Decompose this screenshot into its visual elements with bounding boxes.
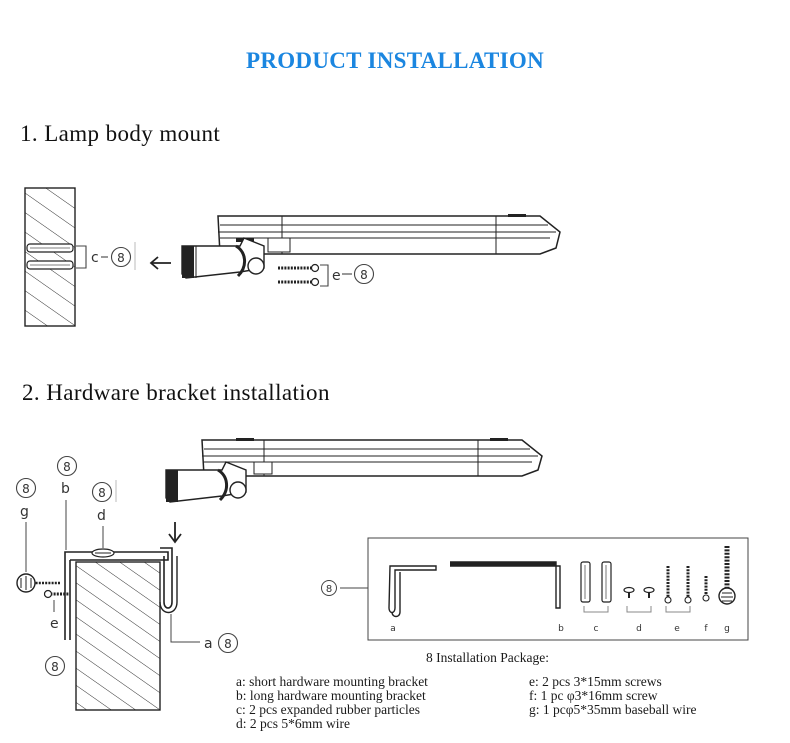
label-c: c — [91, 250, 99, 266]
screws-e-section-1: e 8 — [278, 263, 375, 287]
section-1-heading: 1. Lamp body mount — [20, 121, 221, 146]
lamp-body-2 — [165, 438, 543, 503]
legend-item-d: d: 2 pcs 5*6mm wire — [236, 716, 350, 731]
number-8-badge: 8 — [360, 268, 368, 282]
legend-right: e: 2 pcs 3*15mm screws f: 1 pc φ3*16mm s… — [529, 675, 697, 717]
number-8-badge: 8 — [22, 482, 30, 496]
label-g: g — [20, 504, 29, 520]
legend-item-a: a: short hardware mounting bracket — [236, 674, 428, 689]
label-b: b — [61, 481, 70, 497]
label-e: e — [332, 268, 341, 284]
item-letter-g: g — [724, 624, 730, 634]
legend-item-c: c: 2 pcs expanded rubber particles — [236, 702, 421, 717]
item-letter-d: d — [636, 624, 642, 634]
legend-left: a: short hardware mounting bracket b: lo… — [236, 675, 428, 731]
number-8-badge: 8 — [98, 486, 106, 500]
callouts-section-2: 8 b 8 g 8 d e 8 a 8 — [15, 455, 239, 677]
page-title: PRODUCT INSTALLATION — [245, 48, 545, 73]
label-d: d — [97, 508, 106, 524]
item-letter-e: e — [674, 624, 680, 634]
package-title: 8 Installation Package: — [426, 650, 549, 665]
legend-item-f: f: 1 pc φ3*16mm screw — [529, 688, 658, 703]
number-8-badge: 8 — [326, 584, 332, 595]
item-letter-c: c — [594, 624, 599, 634]
item-letter-f: f — [704, 624, 708, 634]
wall-section-1 — [24, 187, 76, 327]
installation-package-box: 8 — [321, 537, 749, 641]
post-section-2 — [16, 547, 178, 711]
number-8-badge: 8 — [51, 660, 59, 674]
number-8-badge: 8 — [63, 460, 71, 474]
label-e: e — [50, 616, 59, 632]
item-letter-b: b — [558, 624, 564, 634]
callout-c-section-1: c 8 — [76, 242, 136, 270]
legend-item-e: e: 2 pcs 3*15mm screws — [529, 674, 662, 689]
number-8-badge: 8 — [117, 251, 125, 265]
item-letter-a: a — [390, 624, 396, 634]
lamp-body-1 — [181, 214, 561, 279]
down-arrow-icon — [168, 522, 182, 544]
number-8-badge: 8 — [224, 637, 232, 651]
section-2-heading: 2. Hardware bracket installation — [22, 380, 330, 405]
legend-item-g: g: 1 pcφ5*35mm baseball wire — [529, 702, 697, 717]
package-item-letters: a b c d e f g — [390, 624, 730, 634]
legend-item-b: b: long hardware mounting bracket — [236, 688, 426, 703]
left-arrow-icon — [149, 256, 171, 270]
label-a: a — [204, 636, 213, 652]
